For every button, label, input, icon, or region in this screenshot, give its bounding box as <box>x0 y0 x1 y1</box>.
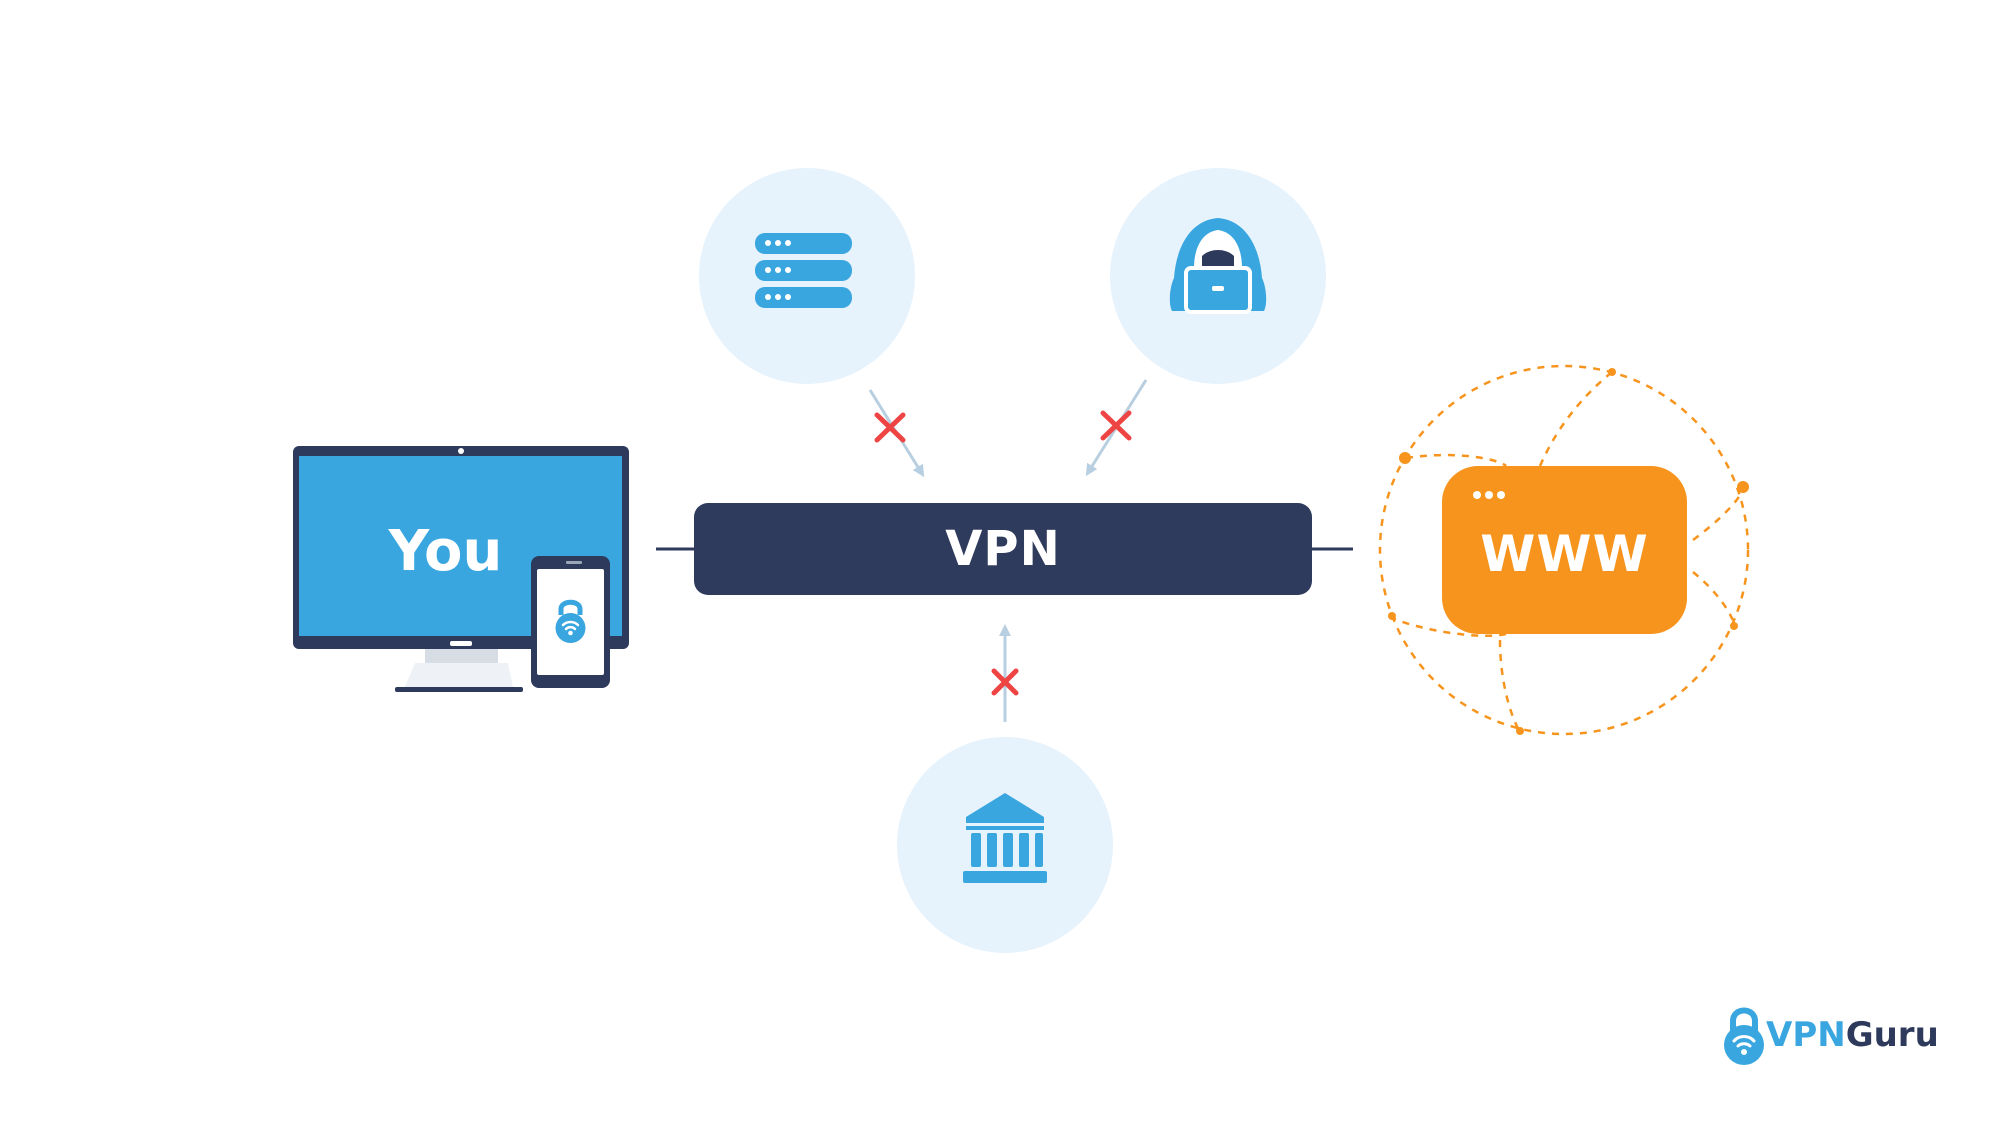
lock-wifi-icon <box>555 599 586 643</box>
logo-text-vpn: VPN <box>1766 1015 1846 1055</box>
server-threat-circle <box>699 168 915 384</box>
server-icon <box>755 233 852 308</box>
government-threat-circle <box>897 737 1113 953</box>
logo-wordmark: VPNGuru <box>1766 1015 1939 1055</box>
vpn-tunnel: VPN <box>694 503 1312 595</box>
blocked-x-icon <box>991 668 1019 696</box>
phone-speaker <box>566 561 582 564</box>
browser-window-dots <box>1473 486 1509 504</box>
vpn-label: VPN <box>945 521 1061 577</box>
blocked-x-icon <box>874 412 906 443</box>
www-browser-card: WWW <box>1442 466 1687 634</box>
phone-screen <box>537 569 604 675</box>
globe-node-dots <box>1388 368 1749 735</box>
monitor-logo-bar <box>450 641 472 646</box>
hacker-icon <box>1169 218 1267 314</box>
logo-text-guru: Guru <box>1845 1015 1939 1055</box>
lock-logo-icon <box>1724 1007 1764 1065</box>
www-label: WWW <box>1480 525 1649 583</box>
monitor-camera-dot <box>458 448 464 454</box>
government-building-icon <box>963 793 1047 883</box>
vpnguru-logo: VPNGuru <box>1722 1003 1939 1067</box>
device-label: You <box>388 518 503 584</box>
monitor-stand <box>395 649 523 692</box>
blocked-x-icon <box>1100 410 1132 441</box>
hacker-threat-circle <box>1110 168 1326 384</box>
